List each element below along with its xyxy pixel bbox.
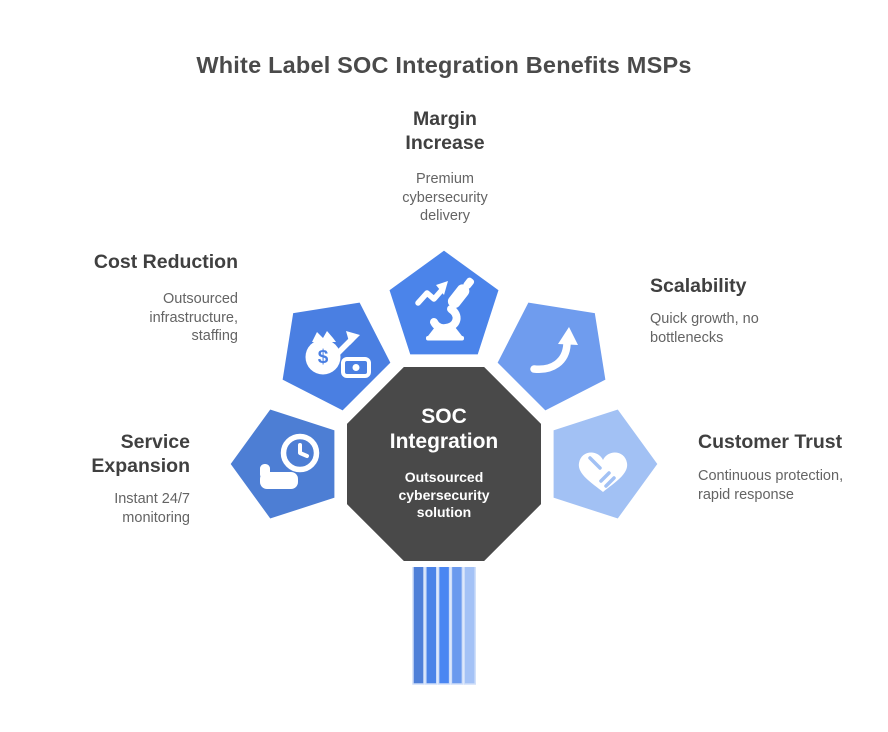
stem-stripe: [412, 555, 425, 685]
petal-service-expansion: [224, 403, 341, 525]
center-octagon: [341, 361, 547, 567]
money-bag-arrow-icon: $: [305, 331, 371, 378]
curved-growth-arrow-icon: [530, 327, 578, 373]
stem-stripe: [437, 555, 451, 685]
benefit-description-scalability: Quick growth, no bottlenecks: [650, 311, 759, 346]
stem-stripe: [450, 555, 464, 685]
center-title: SOC Integration: [389, 405, 499, 453]
benefit-label-service-expansion: Service Expansion: [91, 431, 190, 477]
benefit-label-scalability: Scalability: [650, 275, 747, 297]
microscope-growth-icon: [415, 277, 475, 341]
clock-hand-icon: [260, 433, 320, 489]
stem-stripe: [425, 555, 438, 685]
heart-handshake-icon: [578, 452, 628, 493]
benefit-label-customer-trust: Customer Trust: [698, 431, 843, 453]
center-description: Outsourced cybersecurity solution: [398, 469, 490, 520]
dollar-sign: $: [318, 347, 329, 368]
petal-margin-increase: [383, 244, 505, 361]
benefit-label-cost-reduction: Cost Reduction: [93, 251, 238, 273]
benefit-description-margin-increase: Premium cybersecurity delivery: [402, 171, 488, 224]
petal-scalability: [490, 296, 612, 418]
benefit-label-margin-increase: Margin Increase: [405, 108, 485, 154]
stem-stripe: [463, 555, 476, 685]
stem-stripes: [412, 555, 476, 685]
benefit-description-service-expansion: Instant 24/7 monitoring: [114, 491, 190, 526]
benefit-description-cost-reduction: Outsourced infrastructure, staffing: [149, 291, 238, 344]
page-title: White Label SOC Integration Benefits MSP…: [196, 52, 692, 78]
benefit-description-customer-trust: Continuous protection, rapid response: [698, 468, 844, 503]
